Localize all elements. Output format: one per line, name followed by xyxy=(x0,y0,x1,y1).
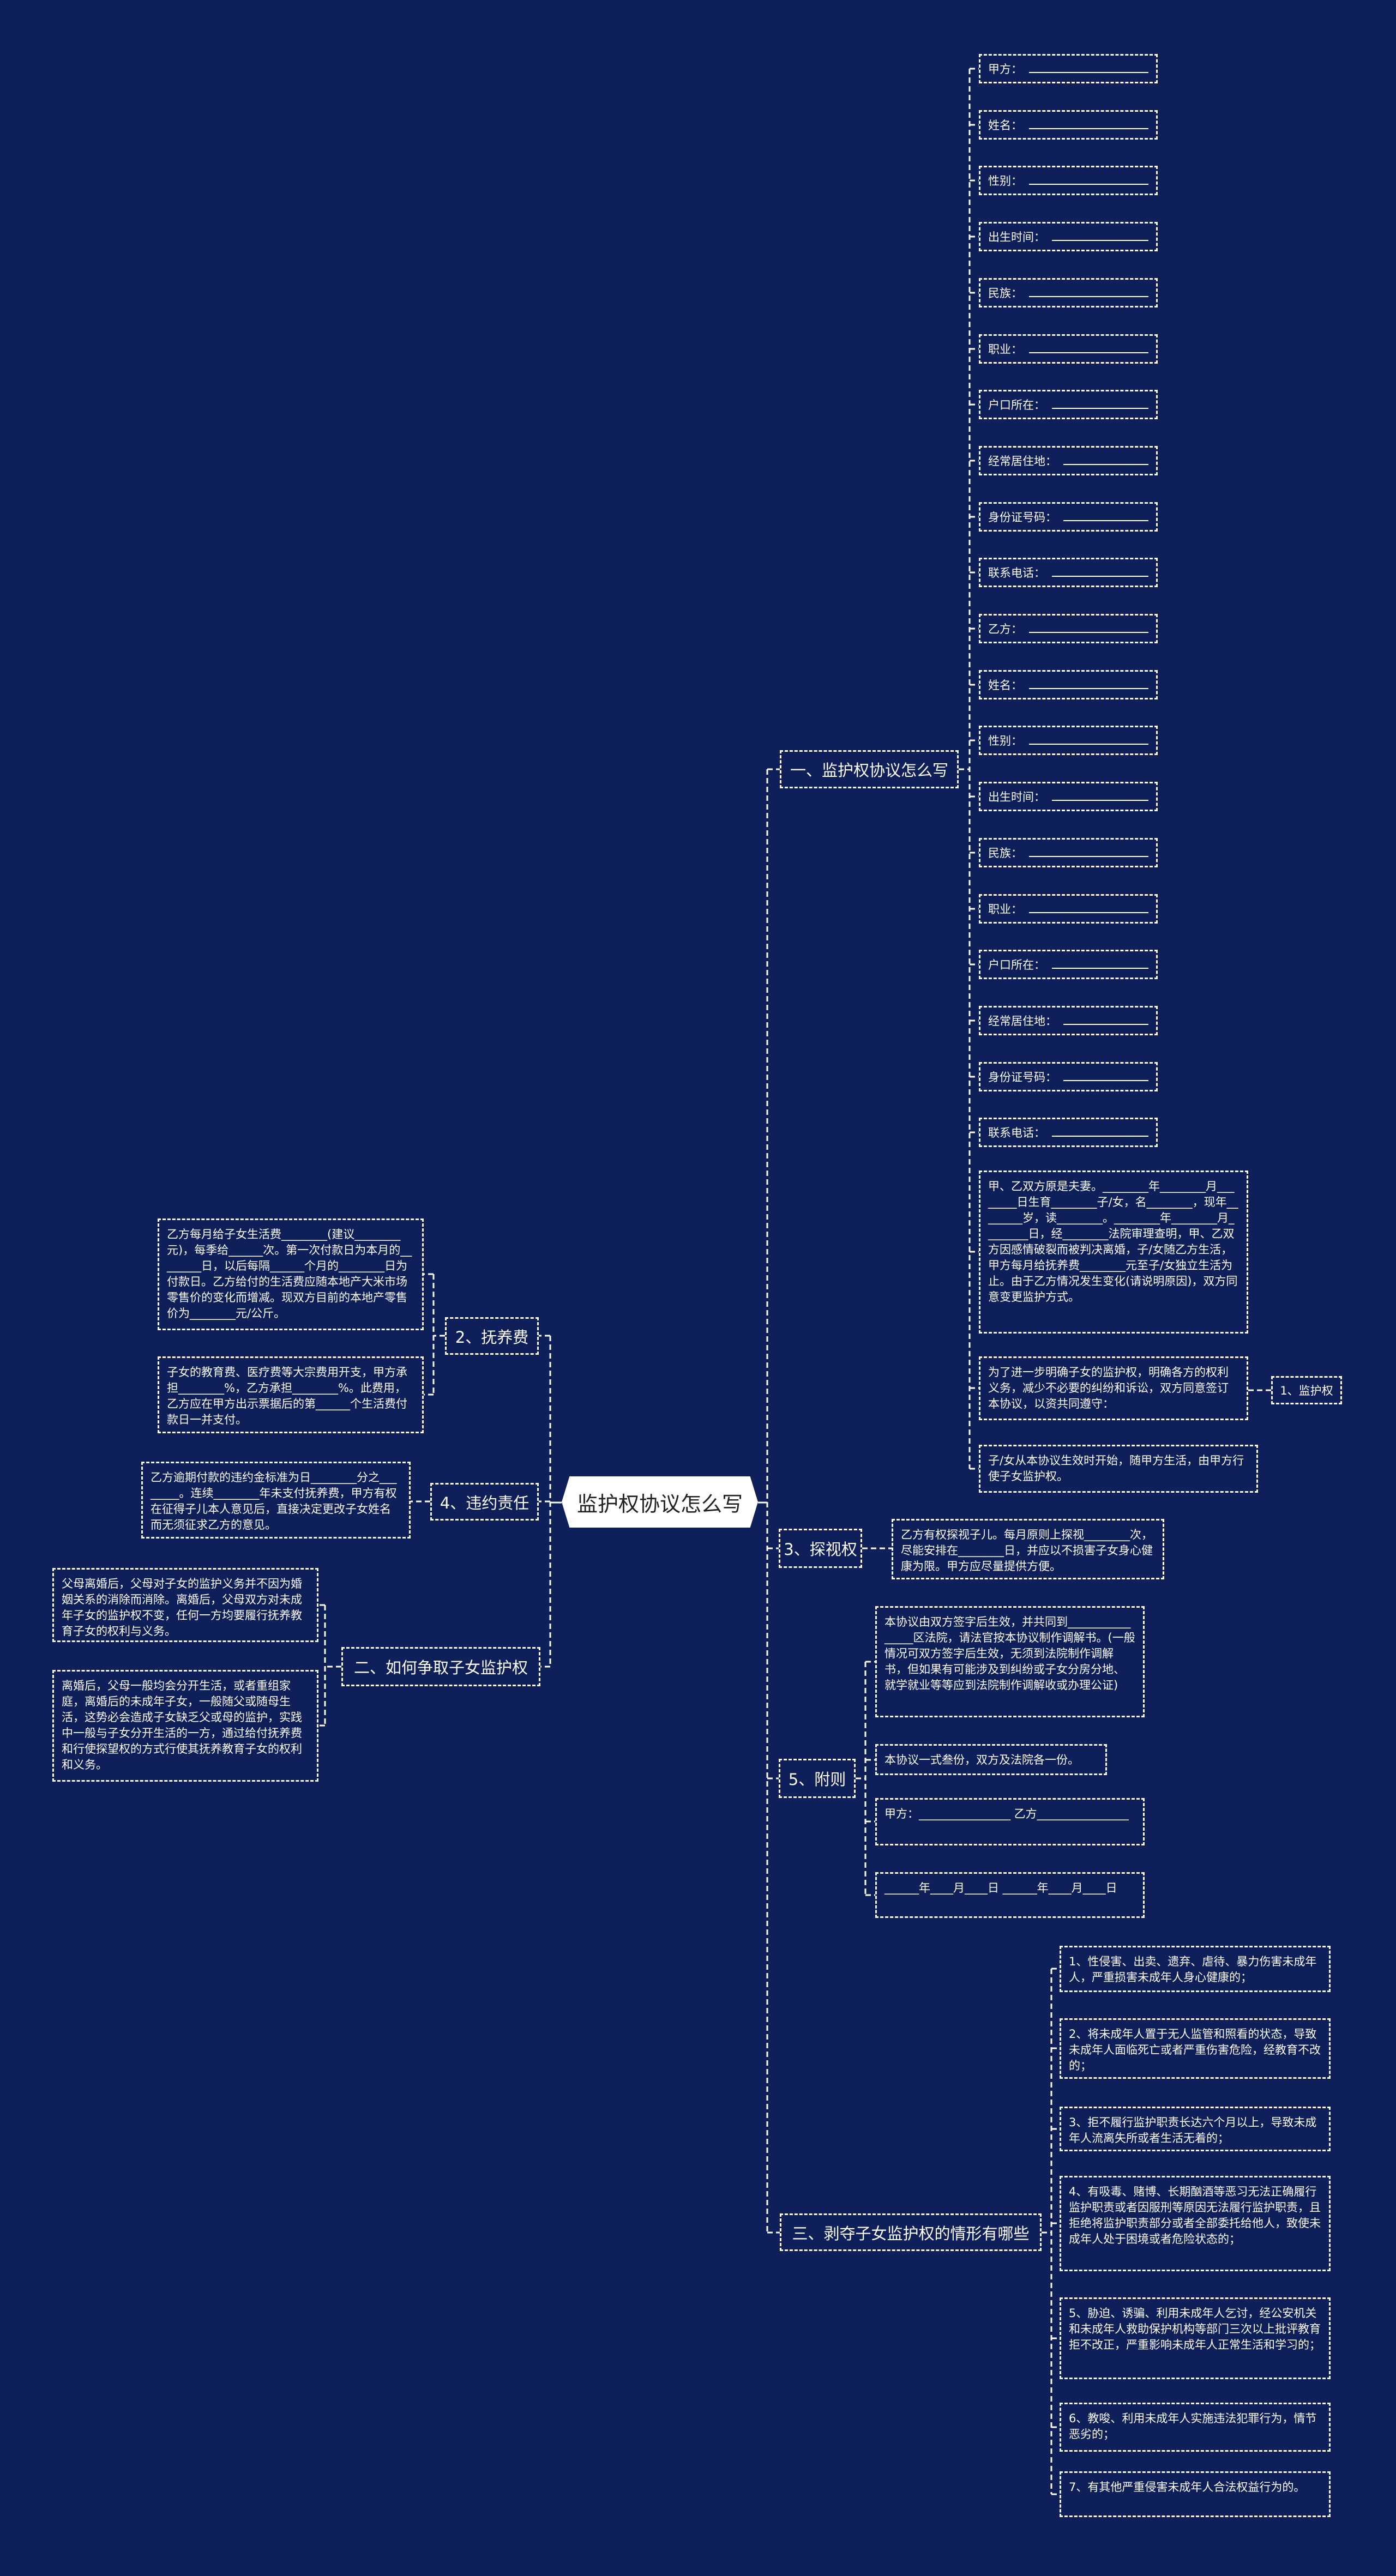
field-blank-line[interactable] xyxy=(1063,456,1148,465)
field-item[interactable]: 户口所在： xyxy=(979,950,1158,979)
field-blank-line[interactable] xyxy=(1029,624,1148,633)
field-blank-line[interactable] xyxy=(1052,568,1148,577)
field-item[interactable]: 经常居住地： xyxy=(979,1006,1158,1035)
supplementary-item[interactable]: 本协议一式叁份，双方及法院各一份。 xyxy=(875,1744,1107,1775)
field-blank-line[interactable] xyxy=(1029,64,1148,73)
field-item[interactable]: 性别： xyxy=(979,166,1158,195)
branch-deprivation-circumstances[interactable]: 三、剥夺子女监护权的情形有哪些 xyxy=(780,2213,1042,2251)
custody-item[interactable]: 离婚后，父母一般均会分开生活，或者重组家庭，离婚后的未成年子女，一般随父或随母生… xyxy=(52,1670,318,1782)
field-item[interactable]: 出生时间： xyxy=(979,782,1158,811)
field-item[interactable]: 姓名： xyxy=(979,110,1158,140)
field-item[interactable]: 联系电话： xyxy=(979,558,1158,587)
field-item[interactable]: 联系电话： xyxy=(979,1118,1158,1147)
field-label: 民族： xyxy=(988,287,1022,300)
agreement-purpose-paragraph[interactable]: 为了进一步明确子女的监护权，明确各方的权利义务，减少不必要的纠纷和诉讼，双方同意… xyxy=(979,1356,1248,1420)
field-blank-line[interactable] xyxy=(1063,1016,1148,1025)
field-label: 经常居住地： xyxy=(988,455,1057,468)
field-label: 出生时间： xyxy=(988,791,1045,804)
field-item[interactable]: 甲方： xyxy=(979,54,1158,83)
support-item[interactable]: 乙方每月给子女生活费________(建议________元)，每季给_____… xyxy=(158,1218,424,1330)
field-label: 甲方： xyxy=(988,63,1022,76)
field-blank-line[interactable] xyxy=(1029,288,1148,297)
field-label: 联系电话： xyxy=(988,566,1045,580)
deprivation-item[interactable]: 7、有其他严重侵害未成年人合法权益行为的。 xyxy=(1060,2471,1331,2517)
field-blank-line[interactable] xyxy=(1029,120,1148,129)
branch-supplementary-provisions[interactable]: 5、附则 xyxy=(779,1759,856,1798)
field-label: 职业： xyxy=(988,343,1022,356)
custody-start-paragraph[interactable]: 子/女从本协议生效时开始，随甲方生活，由甲方行使子女监护权。 xyxy=(979,1445,1258,1493)
field-label: 出生时间： xyxy=(988,231,1045,244)
agreement-background-paragraph[interactable]: 甲、乙双方原是夫妻。________年________月________日生育_… xyxy=(979,1171,1248,1334)
field-label: 民族： xyxy=(988,847,1022,860)
field-item[interactable]: 性别： xyxy=(979,726,1158,755)
field-label: 身份证号码： xyxy=(988,511,1057,524)
deprivation-item[interactable]: 1、性侵害、出卖、遗弃、虐待、暴力伤害未成年人，严重损害未成年人身心健康的； xyxy=(1060,1946,1331,1992)
deprivation-item[interactable]: 5、胁迫、诱骗、利用未成年人乞讨，经公安机关和未成年人救助保护机构等部门三次以上… xyxy=(1060,2297,1331,2379)
support-item[interactable]: 子女的教育费、医疗费等大宗费用开支，甲方承担________%，乙方承担____… xyxy=(158,1356,424,1433)
root-topic[interactable]: 监护权协议怎么写 xyxy=(562,1476,758,1528)
deprivation-item[interactable]: 2、将未成年人置于无人监管和照看的状态，导致未成年人面临死亡或者严重伤害危险，经… xyxy=(1060,2018,1331,2079)
field-item[interactable]: 乙方： xyxy=(979,614,1158,643)
field-blank-line[interactable] xyxy=(1052,792,1148,801)
field-item[interactable]: 民族： xyxy=(979,838,1158,867)
field-label: 性别： xyxy=(988,734,1022,747)
deprivation-item[interactable]: 3、拒不履行监护职责长达六个月以上，导致未成年人流离失所或者生活无着的； xyxy=(1060,2107,1331,2151)
field-item[interactable]: 经常居住地： xyxy=(979,446,1158,475)
field-item[interactable]: 户口所在： xyxy=(979,390,1158,419)
deprivation-item[interactable]: 4、有吸毒、赌博、长期酗酒等恶习无法正确履行监护职责或者因服刑等原因无法履行监护… xyxy=(1060,2176,1331,2271)
branch-visitation-rights[interactable]: 3、探视权 xyxy=(779,1529,862,1568)
field-blank-line[interactable] xyxy=(1029,680,1148,689)
branch-child-support[interactable]: 2、抚养费 xyxy=(445,1317,539,1355)
breach-text[interactable]: 乙方逾期付款的违约金标准为日________分之________。连续_____… xyxy=(141,1462,411,1539)
guardianship-clause-node[interactable]: 1、监护权 xyxy=(1271,1376,1342,1404)
field-blank-line[interactable] xyxy=(1029,848,1148,857)
field-blank-line[interactable] xyxy=(1029,345,1148,353)
field-label: 身份证号码： xyxy=(988,1071,1057,1084)
field-blank-line[interactable] xyxy=(1063,1072,1148,1081)
custody-item[interactable]: 父母离婚后，父母对子女的监护义务并不因为婚姻关系的消除而消除。离婚后，父母双方对… xyxy=(52,1568,318,1642)
field-label: 姓名： xyxy=(988,679,1022,692)
field-label: 户口所在： xyxy=(988,399,1045,412)
field-label: 乙方： xyxy=(988,623,1022,636)
field-label: 性别： xyxy=(988,174,1022,188)
field-blank-line[interactable] xyxy=(1052,232,1148,241)
field-blank-line[interactable] xyxy=(1029,176,1148,185)
supplementary-signature[interactable]: 甲方：________________ 乙方________________ xyxy=(875,1798,1145,1845)
field-item[interactable]: 身份证号码： xyxy=(979,1062,1158,1091)
field-label: 姓名： xyxy=(988,119,1022,132)
field-item[interactable]: 民族： xyxy=(979,278,1158,307)
field-item[interactable]: 职业： xyxy=(979,334,1158,364)
field-label: 户口所在： xyxy=(988,958,1045,972)
supplementary-item[interactable]: 本协议由双方签字后生效，并共同到________________区法院，请法官按… xyxy=(875,1606,1145,1717)
field-blank-line[interactable] xyxy=(1029,736,1148,745)
field-label: 经常居住地： xyxy=(988,1015,1057,1028)
deprivation-item[interactable]: 6、教唆、利用未成年人实施违法犯罪行为，情节恶劣的； xyxy=(1060,2403,1331,2452)
field-item[interactable]: 出生时间： xyxy=(979,222,1158,251)
branch-breach-liability[interactable]: 4、违约责任 xyxy=(430,1483,539,1521)
visitation-text[interactable]: 乙方有权探视子儿。每月原则上探视________次，尽能安排在________日… xyxy=(892,1519,1164,1579)
field-blank-line[interactable] xyxy=(1029,904,1148,913)
supplementary-date[interactable]: ______年____月____日 ______年____月____日 xyxy=(875,1872,1145,1918)
field-blank-line[interactable] xyxy=(1052,1128,1148,1137)
field-item[interactable]: 姓名： xyxy=(979,670,1158,699)
field-item[interactable]: 身份证号码： xyxy=(979,502,1158,532)
branch-how-to-win-custody[interactable]: 二、如何争取子女监护权 xyxy=(341,1647,540,1686)
field-blank-line[interactable] xyxy=(1052,960,1148,969)
field-item[interactable]: 职业： xyxy=(979,894,1158,924)
field-blank-line[interactable] xyxy=(1052,400,1148,409)
field-label: 联系电话： xyxy=(988,1126,1045,1139)
field-blank-line[interactable] xyxy=(1063,512,1148,521)
branch-how-to-write-agreement[interactable]: 一、监护权协议怎么写 xyxy=(780,750,959,788)
field-label: 职业： xyxy=(988,903,1022,916)
